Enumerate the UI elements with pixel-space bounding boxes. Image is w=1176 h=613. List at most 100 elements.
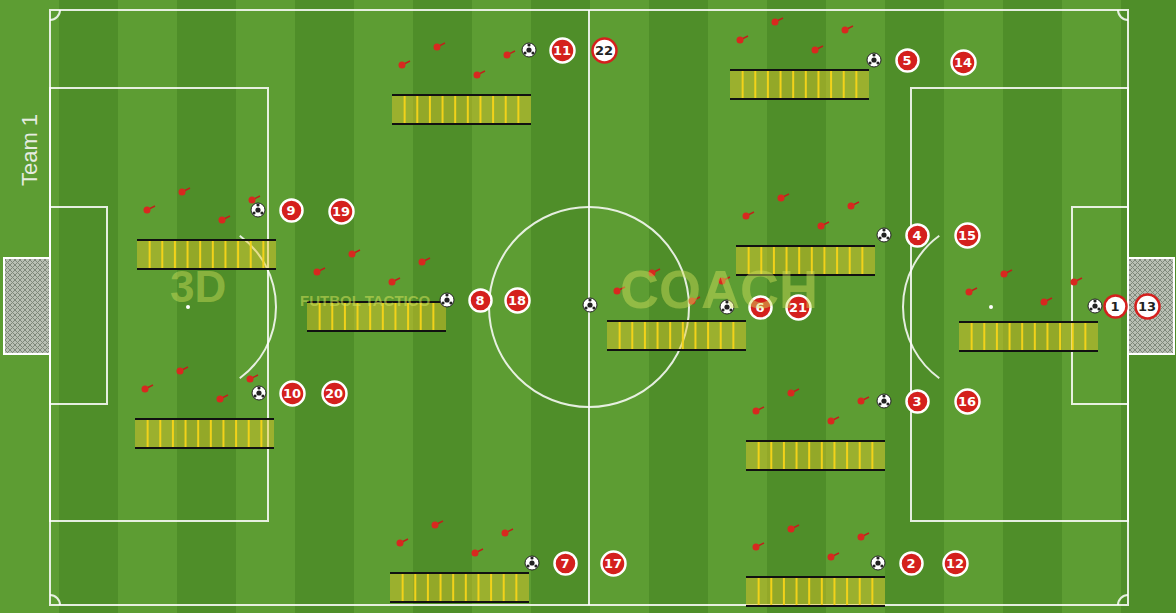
player-circle: 16 (954, 388, 981, 415)
cone-marker (842, 26, 854, 34)
agility-ladder (746, 577, 885, 606)
team-label: Team 1 (17, 114, 43, 186)
cone-marker (812, 46, 824, 54)
agility-ladder (390, 573, 529, 602)
cone-marker (217, 395, 229, 403)
player-number: 14 (954, 56, 972, 69)
cone-marker (399, 61, 411, 69)
ball (877, 228, 891, 242)
watermark: COACH (620, 258, 818, 320)
player-number: 7 (560, 557, 569, 570)
cone-marker (966, 288, 978, 296)
cone-marker (1001, 270, 1013, 278)
cone-marker (743, 212, 755, 220)
cone-marker (737, 36, 749, 44)
cone-marker (249, 196, 261, 204)
player-number: 13 (1138, 300, 1156, 313)
cone-marker (818, 222, 830, 230)
player-circle: 19 (328, 198, 355, 225)
cone-marker (828, 553, 840, 561)
cone-marker (753, 407, 765, 415)
player-number: 15 (958, 229, 976, 242)
player-number: 18 (508, 294, 526, 307)
agility-ladder (959, 322, 1098, 351)
player-number: 8 (475, 294, 484, 307)
cone-marker (389, 278, 401, 286)
cone-marker (858, 533, 870, 541)
penalty-spot (989, 305, 993, 309)
ball (525, 556, 539, 570)
player-circle: 15 (954, 222, 981, 249)
player-circle: 9 (279, 198, 304, 223)
player-number: 5 (902, 54, 911, 67)
cone-marker (1071, 278, 1083, 286)
player-circle: 12 (942, 550, 969, 577)
cone-marker (177, 367, 189, 375)
agility-ladder (392, 95, 531, 124)
agility-ladder (607, 321, 746, 350)
watermark: 3D (170, 262, 226, 312)
player-circle: 17 (600, 550, 627, 577)
player-circle: 3 (905, 389, 930, 414)
grass-stripe (531, 0, 591, 613)
cone-marker (828, 417, 840, 425)
ball (251, 203, 265, 217)
pitch-lines (50, 10, 1128, 605)
player-circle: 2 (899, 551, 924, 576)
player-number: 22 (595, 44, 613, 57)
goal-net (4, 258, 50, 354)
player-circle: 4 (905, 223, 930, 248)
player-number: 9 (286, 204, 295, 217)
ball (252, 386, 266, 400)
cone-marker (472, 549, 484, 557)
cone-marker (142, 385, 154, 393)
cone-marker (504, 51, 516, 59)
player-circle: 10 (279, 380, 306, 407)
player-number: 20 (325, 387, 343, 400)
player-circle: 14 (950, 49, 977, 76)
ball (583, 298, 597, 312)
cone-marker (434, 43, 446, 51)
agility-ladder (746, 441, 885, 470)
ball (1088, 299, 1102, 313)
cone-marker (144, 206, 156, 214)
cone-marker (778, 194, 790, 202)
agility-ladder (135, 419, 274, 448)
ball (871, 556, 885, 570)
player-number: 16 (958, 395, 976, 408)
player-circle: 20 (321, 380, 348, 407)
player-number: 1 (1110, 300, 1119, 313)
ball (522, 43, 536, 57)
cone-marker (349, 250, 361, 258)
grass-stripe (1121, 0, 1176, 613)
player-circle: 18 (504, 287, 531, 314)
player-circle: 11 (549, 37, 576, 64)
player-circle: 5 (895, 48, 920, 73)
player-number: 2 (906, 557, 915, 570)
goal-net (1128, 258, 1174, 354)
player-number: 17 (604, 557, 622, 570)
player-circle: 1 (1103, 294, 1128, 319)
cone-marker (419, 258, 431, 266)
cone-marker (858, 397, 870, 405)
agility-ladder (730, 70, 869, 99)
cone-marker (219, 216, 231, 224)
ball (867, 53, 881, 67)
player-number: 11 (553, 44, 571, 57)
cone-marker (502, 529, 514, 537)
player-number: 10 (283, 387, 301, 400)
player-circle: 7 (553, 551, 578, 576)
cone-marker (247, 375, 259, 383)
cone-marker (848, 202, 860, 210)
ball (440, 293, 454, 307)
cone-marker (397, 539, 409, 547)
player-number: 19 (332, 205, 350, 218)
cone-marker (753, 543, 765, 551)
cone-marker (788, 525, 800, 533)
player-number: 4 (912, 229, 921, 242)
player-circle: 22 (591, 37, 618, 64)
cone-marker (1041, 298, 1053, 306)
player-circle: 13 (1134, 293, 1161, 320)
cone-marker (474, 71, 486, 79)
player-number: 12 (946, 557, 964, 570)
